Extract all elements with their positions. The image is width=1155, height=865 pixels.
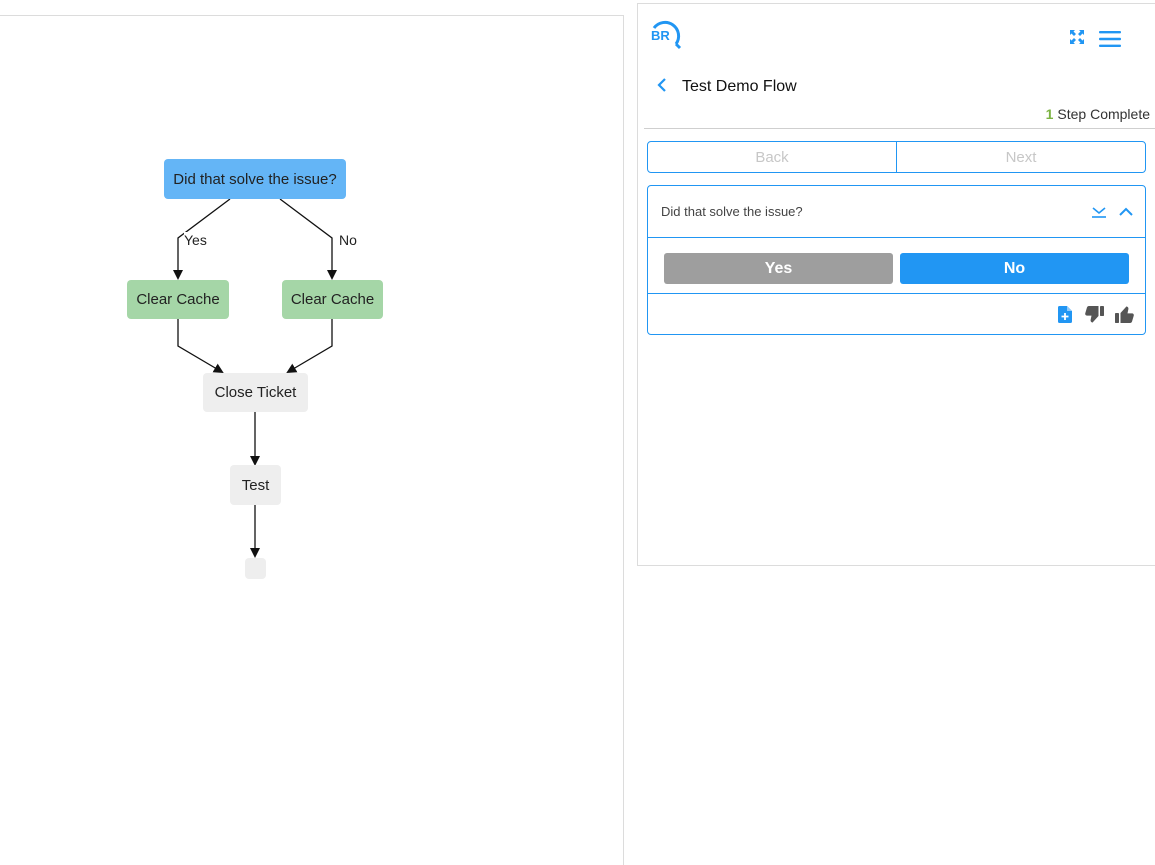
edge-label-yes: Yes xyxy=(184,232,207,248)
flow-header: Test Demo Flow xyxy=(656,76,797,98)
edge-no xyxy=(279,198,337,280)
flow-node-end[interactable] xyxy=(245,558,266,579)
flow-node-question[interactable]: Did that solve the issue? xyxy=(164,159,346,199)
step-footer xyxy=(648,293,1145,336)
step-navigation: Back Next xyxy=(647,141,1146,173)
flow-title: Test Demo Flow xyxy=(682,78,797,95)
svg-text:BR: BR xyxy=(651,28,670,43)
step-question: Did that solve the issue? xyxy=(661,204,803,219)
answer-no-button[interactable]: No xyxy=(900,253,1129,284)
next-button[interactable]: Next xyxy=(896,142,1145,172)
flow-node-clear-cache-no[interactable]: Clear Cache xyxy=(282,280,383,319)
back-button[interactable]: Back xyxy=(755,148,789,166)
edge-label-no: No xyxy=(339,232,357,248)
header-divider xyxy=(644,128,1155,129)
chevron-left-icon[interactable] xyxy=(656,77,668,98)
flow-node-close-ticket[interactable]: Close Ticket xyxy=(203,373,308,412)
edge-a2-close xyxy=(286,319,333,374)
edge-a1-close xyxy=(177,319,224,374)
add-note-icon[interactable] xyxy=(1058,306,1072,328)
progress-label: Step Complete xyxy=(1057,106,1150,122)
flow-edges xyxy=(173,198,337,558)
flow-node-test[interactable]: Test xyxy=(230,465,281,505)
menu-icon[interactable] xyxy=(1099,31,1121,52)
flow-canvas[interactable]: Did that solve the issue? Yes No Clear C… xyxy=(0,15,624,865)
chevron-up-icon[interactable] xyxy=(1119,207,1133,217)
collapse-down-icon[interactable] xyxy=(1091,205,1107,219)
edge-yes xyxy=(173,198,231,280)
progress-count: 1 xyxy=(1045,106,1054,122)
flow-node-clear-cache-yes[interactable]: Clear Cache xyxy=(127,280,229,319)
brand-logo: BR xyxy=(650,18,682,52)
thumbs-down-icon[interactable] xyxy=(1085,306,1104,328)
step-header[interactable]: Did that solve the issue? xyxy=(648,186,1145,238)
step-card: Did that solve the issue? Yes No xyxy=(647,185,1146,335)
answer-yes-button[interactable]: Yes xyxy=(664,253,893,284)
thumbs-up-icon[interactable] xyxy=(1115,306,1134,328)
expand-icon[interactable] xyxy=(1070,30,1084,49)
